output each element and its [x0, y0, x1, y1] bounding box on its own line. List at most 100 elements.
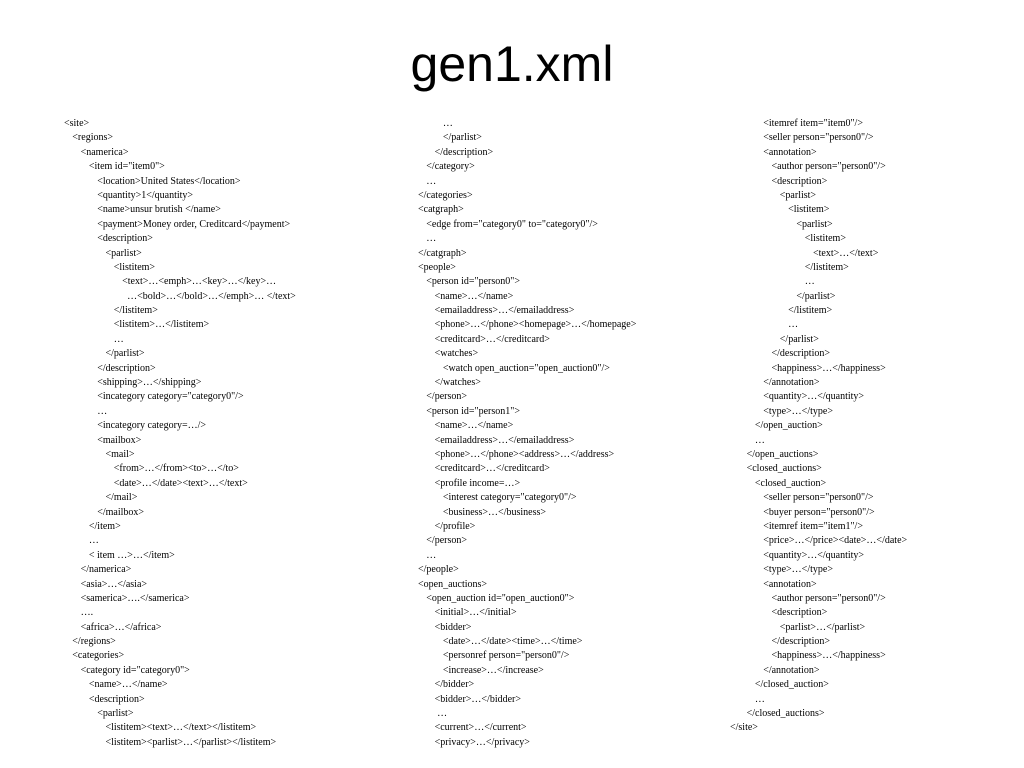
xml-line: </parlist> [796, 290, 836, 302]
xml-line: …. [80, 607, 94, 619]
xml-line: <listitem> [788, 204, 830, 216]
xml-line: <phone>…</phone><homepage>…</homepage> [434, 319, 637, 331]
xml-line: </profile> [434, 520, 476, 532]
xml-line: </item> [88, 520, 121, 532]
xml-line: <seller person="person0"/> [763, 492, 874, 504]
xml-line: </closed_auctions> [746, 708, 825, 720]
slide-title: gen1.xml [410, 36, 614, 92]
xml-line: </person> [426, 391, 468, 403]
xml-line: </listitem> [788, 305, 833, 317]
xml-line: <seller person="person0"/> [763, 132, 874, 144]
xml-line: </closed_auction> [754, 679, 829, 691]
xml-line: … [437, 708, 448, 720]
xml-line: </person> [426, 535, 468, 547]
xml-line: <bidder> [434, 621, 472, 633]
xml-line: <business>…</business> [442, 506, 547, 518]
xml-line: <author person="person0"/> [771, 592, 886, 604]
xml-column-1: <site> <regions> <namerica> <item id="item0… [64, 117, 296, 750]
xml-line: </mailbox> [97, 506, 145, 518]
xml-line: <description> [771, 607, 828, 619]
xml-line: </regions> [72, 636, 116, 648]
xml-line: </people> [418, 564, 459, 576]
xml-line: … [754, 693, 765, 705]
xml-line: <creditcard>…</creditcard> [434, 333, 550, 345]
xml-line: <closed_auctions> [746, 463, 822, 475]
xml-line: <quantity>1</quantity> [97, 189, 194, 201]
xml-line: </parlist> [442, 132, 482, 144]
xml-line: <name>…</name> [434, 420, 514, 432]
xml-line: <emailaddress>…</emailaddress> [434, 305, 575, 317]
xml-line: </parlist> [779, 333, 819, 345]
xml-line: <site> [64, 118, 90, 129]
xml-line: <emailaddress>…</emailaddress> [434, 434, 575, 446]
xml-line: <parlist>…</parlist> [779, 621, 866, 633]
xml-line: <increase>…</increase> [442, 664, 544, 676]
xml-line: <itemref item="item0"/> [763, 118, 863, 129]
xml-line: <buyer person="person0"/> [763, 506, 875, 518]
xml-line: <item id="item0"> [88, 161, 165, 173]
xml-line: </parlist> [105, 348, 145, 360]
xml-line: <quantity>…</quantity> [763, 391, 865, 403]
xml-line: <description> [88, 693, 145, 705]
xml-line: <initial>…</initial> [434, 607, 517, 619]
xml-line: … [97, 405, 108, 417]
xml-line: … [113, 333, 124, 345]
xml-line: <type>…</type> [763, 405, 833, 417]
xml-line: </site> [730, 722, 758, 734]
xml-line: <shipping>…</shipping> [97, 377, 202, 389]
xml-line: < item …>…</item> [88, 549, 175, 561]
xml-line: … [788, 319, 799, 331]
xml-line: <listitem><parlist>…</parlist></listitem… [105, 736, 277, 748]
xml-line: <itemref item="item1"/> [763, 520, 863, 532]
xml-line: </annotation> [763, 664, 820, 676]
xml-line: <edge from="category0" to="category0"/> [426, 218, 598, 230]
xml-line: </description> [434, 146, 494, 158]
xml-column-2: …</parlist></description></category>…</c… [418, 117, 636, 750]
xml-line: <name>…</name> [88, 679, 168, 691]
xml-line: <people> [418, 261, 456, 273]
xml-line: <type>…</type> [763, 564, 833, 576]
xml-line: </watches> [434, 377, 481, 389]
xml-line: …<bold>…</bold>…</emph>… </text> [127, 290, 296, 302]
xml-line: <author person="person0"/> [771, 161, 886, 173]
xml-line: <open_auction id="open_auction0"> [426, 592, 575, 604]
xml-line: </catgraph> [418, 247, 467, 259]
xml-line: <annotation> [763, 578, 817, 590]
xml-line: <closed_auction> [754, 477, 827, 489]
xml-line: <person id="person1"> [426, 405, 520, 417]
xml-line: … [426, 549, 437, 561]
xml-line: <location>United States</location> [97, 175, 241, 187]
xml-line: <description> [771, 175, 828, 187]
xml-line: <from>…</from><to>…</to> [113, 463, 239, 475]
xml-line: </namerica> [80, 564, 132, 576]
xml-line: <regions> [72, 132, 114, 144]
xml-line: <parlist> [97, 708, 134, 720]
xml-line: <listitem><text>…</text></listitem> [105, 722, 257, 734]
xml-line: <mailbox> [97, 434, 142, 446]
xml-line: <mail> [105, 448, 135, 460]
xml-column-3: <itemref item="item0"/> <seller person="p… [730, 117, 907, 736]
xml-line: </categories> [418, 189, 473, 201]
xml-line: <text>…</text> [813, 247, 879, 259]
xml-line: <asia>…</asia> [80, 578, 148, 590]
xml-line: … [88, 535, 99, 547]
xml-line: <watches> [434, 348, 479, 360]
xml-line: </listitem> [113, 305, 158, 317]
xml-line: <parlist> [105, 247, 142, 259]
xml-line: <creditcard>…</creditcard> [434, 463, 550, 475]
xml-line: <namerica> [80, 146, 129, 158]
xml-line: <happiness>…</happiness> [771, 362, 886, 374]
xml-line: <parlist> [779, 189, 817, 201]
xml-line: <listitem> [113, 261, 156, 273]
xml-line: <bidder>…</bidder> [434, 693, 522, 705]
xml-line: <name>unsur brutish </name> [97, 204, 221, 216]
xml-line: … [754, 434, 765, 446]
xml-line: <listitem>…</listitem> [113, 319, 210, 331]
xml-line: <samerica>….</samerica> [80, 592, 190, 604]
xml-line: <category id="category0"> [80, 664, 190, 676]
xml-line: <listitem> [804, 233, 846, 245]
xml-line: <quantity>…</quantity> [763, 549, 865, 561]
xml-line: </description> [97, 362, 156, 374]
xml-line: <watch open_auction="open_auction0"/> [442, 362, 610, 374]
xml-line: <payment>Money order, Creditcard</paymen… [97, 218, 291, 230]
